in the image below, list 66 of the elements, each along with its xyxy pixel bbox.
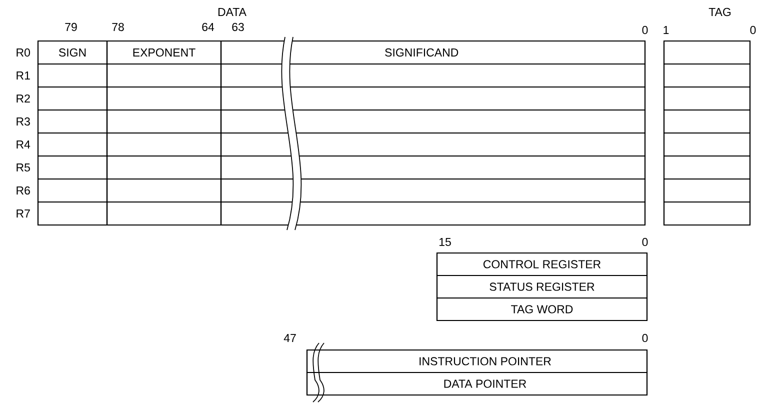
bit-number: 47 [284, 334, 296, 342]
register-cell [106, 86, 222, 111]
register-cell [220, 86, 646, 111]
register-cell [106, 201, 222, 226]
cell-label: CONTROL REGISTER [483, 260, 601, 268]
register-name: R0 [16, 48, 30, 57]
register-cell [306, 372, 648, 396]
cell-label: INSTRUCTION POINTER [420, 357, 551, 366]
bit-number: 79 [65, 22, 77, 32]
register-cell [663, 63, 751, 88]
register-name: R1 [16, 72, 30, 80]
register-cell [220, 109, 646, 134]
bit-number: 0 [750, 26, 756, 34]
cell-label: SIGNIFICAND [385, 48, 458, 57]
register-cell [106, 178, 222, 203]
register-name: R6 [16, 186, 30, 195]
register-cell [663, 132, 751, 157]
cell-label: SIGN [58, 48, 86, 57]
cell-label: DATA POINTER [444, 380, 526, 388]
bit-number: 1 [664, 26, 669, 34]
register-cell [37, 40, 108, 65]
bit-number: 63 [232, 22, 244, 32]
register-cell [106, 132, 222, 157]
register-name: R3 [16, 117, 30, 126]
register-cell [220, 155, 646, 180]
register-cell [37, 178, 108, 203]
register-cell [663, 178, 751, 203]
register-cell [37, 86, 108, 111]
register-cell [663, 109, 751, 134]
register-cell [663, 155, 751, 180]
register-cell [37, 201, 108, 226]
register-cell [106, 40, 222, 65]
cell-label: STATUS REGISTER [490, 282, 594, 291]
bit-number: 0 [642, 334, 648, 342]
register-cell [663, 40, 751, 65]
heading: TAG [708, 8, 731, 16]
bit-number: 0 [642, 238, 648, 246]
bit-number: 78 [112, 22, 124, 32]
bit-number: 15 [439, 238, 451, 246]
register-cell [220, 132, 646, 157]
register-cell [220, 201, 646, 226]
register-cell [106, 109, 222, 134]
register-cell [436, 274, 648, 299]
register-cell [106, 63, 222, 88]
bit-number: 0 [642, 26, 648, 34]
register-cell [37, 109, 108, 134]
register-cell [436, 252, 648, 276]
heading: DATA [218, 8, 246, 16]
cell-label: EXPONENT [133, 48, 196, 57]
register-cell [106, 155, 222, 180]
register-cell [663, 201, 751, 226]
register-cell [37, 63, 108, 88]
bit-number: 64 [202, 22, 214, 32]
register-name: R7 [16, 210, 30, 218]
register-cell [663, 86, 751, 111]
register-name: R2 [16, 94, 30, 102]
register-name: R4 [16, 140, 30, 148]
register-cell [37, 132, 108, 157]
register-cell [37, 155, 108, 180]
register-cell [220, 40, 646, 65]
register-name: R5 [16, 164, 30, 172]
cell-label: TAG WORD [511, 305, 573, 314]
register-cell [220, 178, 646, 203]
register-cell [220, 63, 646, 88]
register-cell [306, 349, 648, 374]
register-cell [436, 297, 648, 322]
